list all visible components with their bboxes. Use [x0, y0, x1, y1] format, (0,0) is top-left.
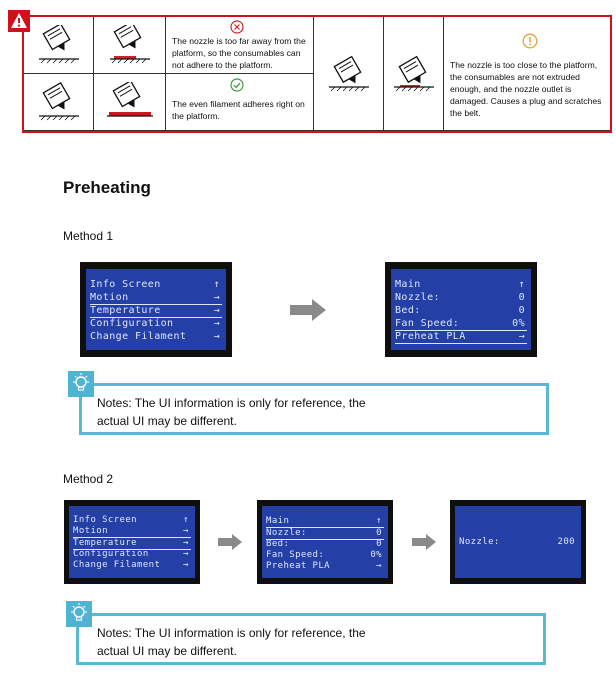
note-box-1: Notes: The UI information is only for re…: [79, 383, 549, 435]
lightbulb-icon: [73, 373, 89, 391]
method-2-label: Method 2: [63, 472, 114, 486]
lcd-nozzle-screen: Nozzle:200: [450, 500, 586, 584]
too-close-text: The nozzle is too close to the platform,…: [450, 60, 602, 118]
note-box-2: Notes: The UI information is only for re…: [76, 613, 546, 665]
text-cell-too-far: The nozzle is too far away from the plat…: [166, 17, 314, 74]
lcd-info-screen-1: Info Screen↑ Motion→ Temperature→ Config…: [80, 262, 232, 357]
image-cell-close: [314, 17, 384, 131]
warning-triangle-icon: [11, 13, 27, 28]
note-2-line-1: Notes: The UI information is only for re…: [97, 626, 366, 640]
note-2-line-2: actual UI may be different.: [97, 644, 237, 658]
lcd2-row-preheat-pla: Preheat PLA→: [266, 561, 382, 571]
ok-check-icon: [230, 78, 244, 92]
lightbulb-icon-2: [71, 603, 87, 621]
lcd-row-temperature-selected: Temperature→: [90, 304, 222, 318]
preheating-title: Preheating: [63, 178, 151, 197]
too-far-text: The nozzle is too far away from the plat…: [172, 36, 306, 70]
image-cell-tilted-ok: [24, 74, 94, 131]
error-x-icon: [230, 20, 244, 34]
lcd2-row-configuration: Configuration→: [73, 549, 189, 559]
lcd-info-screen-2: Info Screen↑ Motion→ Temperature→ Config…: [64, 500, 200, 584]
lcd-row-nozzle: Nozzle:0: [395, 292, 525, 303]
lcd-row-change-filament: Change Filament→: [90, 331, 220, 342]
lcd2-row-nozzle-selected: Nozzle:0: [266, 527, 384, 540]
right-arrow-icon-3: [412, 534, 436, 550]
lcd-row-configuration: Configuration→: [90, 318, 220, 329]
image-cell-even-filament: [94, 74, 166, 131]
lcd-row-info: Info Screen↑: [90, 279, 220, 290]
lcd-row-nozzle-setpoint: Nozzle:200: [459, 537, 575, 547]
lcd2-row-change-filament: Change Filament→: [73, 560, 189, 570]
caution-icon: [522, 33, 538, 49]
warning-grid: The nozzle is too far away from the plat…: [24, 17, 610, 131]
nozzle-far-icon: [38, 25, 79, 64]
right-arrow-icon: [290, 299, 326, 321]
nozzle-close-icon: [328, 55, 369, 91]
lcd2-row-motion: Motion→: [73, 526, 189, 536]
nozzle-close-filament-icon: [393, 55, 434, 91]
lcd-row-motion: Motion→: [90, 292, 220, 303]
warning-table: The nozzle is too far away from the plat…: [22, 15, 612, 133]
lcd-row-bed: Bed:0: [395, 305, 525, 316]
lcd2-row-fan-speed: Fan Speed:0%: [266, 550, 382, 560]
lcd-temperature-screen-2: Main↑ Nozzle:0 Bed:0 Fan Speed:0% Prehea…: [257, 500, 393, 584]
lcd-temperature-screen-1: Main↑ Nozzle:0 Bed:0 Fan Speed:0% Prehea…: [385, 262, 537, 357]
lcd2-row-main: Main↑: [266, 516, 382, 526]
right-arrow-icon-2: [218, 534, 242, 550]
note-1-line-1: Notes: The UI information is only for re…: [97, 396, 366, 410]
method-1-label: Method 1: [63, 229, 114, 243]
warning-badge: [8, 10, 30, 32]
nozzle-far-filament-icon: [109, 25, 150, 64]
note-1-badge: [68, 371, 94, 397]
lcd-row-main: Main↑: [395, 279, 525, 290]
nozzle-even-filament-icon: [106, 82, 153, 117]
lcd-row-fan-speed: Fan Speed:0%: [395, 318, 525, 329]
text-cell-too-close: The nozzle is too close to the platform,…: [444, 17, 610, 131]
note-1-line-2: actual UI may be different.: [97, 414, 237, 428]
nozzle-tilted-icon: [38, 82, 79, 121]
lcd2-row-info: Info Screen↑: [73, 515, 189, 525]
image-cell-close-filament: [384, 17, 444, 131]
even-text: The even filament adheres right on the p…: [172, 99, 305, 121]
lcd2-row-bed: Bed:0: [266, 539, 382, 549]
image-cell-tilted-far: [24, 17, 94, 74]
lcd-row-preheat-pla-selected: Preheat PLA→: [395, 330, 527, 344]
note-2-badge: [66, 601, 92, 627]
lcd2-row-temperature-selected: Temperature→: [73, 537, 191, 550]
image-cell-far-filament: [94, 17, 166, 74]
text-cell-even: The even filament adheres right on the p…: [166, 74, 314, 131]
